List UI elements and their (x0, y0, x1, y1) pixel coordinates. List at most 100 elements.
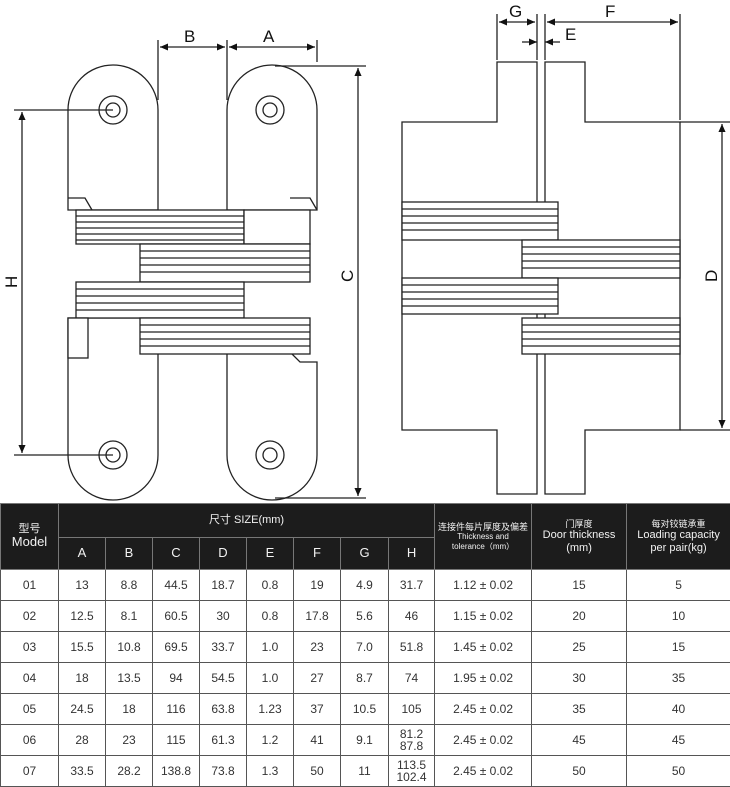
table-row: 01 13 8.8 44.5 18.7 0.8 19 4.9 31.7 1.12… (1, 570, 730, 601)
cell-load: 15 (627, 632, 730, 663)
cell-a: 28 (59, 725, 106, 756)
cell-thickness: 1.12 ± 0.02 (435, 570, 532, 601)
cell-e: 0.8 (247, 570, 294, 601)
cell-h: 51.8 (389, 632, 435, 663)
cell-g: 4.9 (341, 570, 389, 601)
cell-b: 8.8 (106, 570, 153, 601)
cell-d: 63.8 (200, 694, 247, 725)
dim-label-g: G (509, 2, 522, 21)
cell-thickness: 2.45 ± 0.02 (435, 756, 532, 787)
cell-load: 5 (627, 570, 730, 601)
cell-a: 24.5 (59, 694, 106, 725)
cell-model: 04 (1, 663, 59, 694)
cell-f: 27 (294, 663, 341, 694)
dim-label-a: A (263, 27, 275, 46)
thickness-header: 连接件每片厚度及偏差 Thickness and tolerance（mm） (435, 504, 532, 570)
cell-d: 30 (200, 601, 247, 632)
cell-f: 41 (294, 725, 341, 756)
cell-c: 60.5 (153, 601, 200, 632)
cell-door: 25 (532, 632, 627, 663)
table-row: 05 24.5 18 116 63.8 1.23 37 10.5 105 2.4… (1, 694, 730, 725)
cell-model: 07 (1, 756, 59, 787)
cell-h: 31.7 (389, 570, 435, 601)
cell-thickness: 2.45 ± 0.02 (435, 725, 532, 756)
size-col-a: A (59, 538, 106, 570)
cell-load: 35 (627, 663, 730, 694)
cell-e: 1.0 (247, 632, 294, 663)
cell-thickness: 1.95 ± 0.02 (435, 663, 532, 694)
cell-f: 23 (294, 632, 341, 663)
cell-b: 28.2 (106, 756, 153, 787)
right-leaf (227, 65, 317, 210)
cell-b: 8.1 (106, 601, 153, 632)
cell-model: 02 (1, 601, 59, 632)
cell-model: 06 (1, 725, 59, 756)
size-col-c: C (153, 538, 200, 570)
size-header: 尺寸 SIZE(mm) (59, 504, 435, 538)
cell-door: 15 (532, 570, 627, 601)
cell-g: 9.1 (341, 725, 389, 756)
cell-load: 50 (627, 756, 730, 787)
cell-model: 03 (1, 632, 59, 663)
cell-door: 30 (532, 663, 627, 694)
cell-load: 40 (627, 694, 730, 725)
cell-door: 35 (532, 694, 627, 725)
cell-e: 1.23 (247, 694, 294, 725)
cell-c: 94 (153, 663, 200, 694)
cell-d: 54.5 (200, 663, 247, 694)
size-col-e: E (247, 538, 294, 570)
size-col-b: B (106, 538, 153, 570)
cell-d: 73.8 (200, 756, 247, 787)
dim-label-e: E (565, 25, 576, 44)
cell-a: 33.5 (59, 756, 106, 787)
cell-thickness: 1.15 ± 0.02 (435, 601, 532, 632)
cell-a: 13 (59, 570, 106, 601)
cell-g: 8.7 (341, 663, 389, 694)
cell-door: 20 (532, 601, 627, 632)
cell-f: 17.8 (294, 601, 341, 632)
cell-c: 44.5 (153, 570, 200, 601)
cell-h: 46 (389, 601, 435, 632)
dim-label-c: C (338, 270, 357, 282)
size-col-g: G (341, 538, 389, 570)
size-col-h: H (389, 538, 435, 570)
cell-f: 19 (294, 570, 341, 601)
dim-label-b: B (184, 27, 195, 46)
table-row: 04 18 13.5 94 54.5 1.0 27 8.7 74 1.95 ± … (1, 663, 730, 694)
cell-e: 0.8 (247, 601, 294, 632)
cell-e: 1.3 (247, 756, 294, 787)
loading-capacity-header: 每对铰链承重 Loading capacity per pair(kg) (627, 504, 730, 570)
cell-c: 138.8 (153, 756, 200, 787)
cell-door: 45 (532, 725, 627, 756)
cell-thickness: 2.45 ± 0.02 (435, 694, 532, 725)
cell-g: 5.6 (341, 601, 389, 632)
size-col-d: D (200, 538, 247, 570)
table-row: 02 12.5 8.1 60.5 30 0.8 17.8 5.6 46 1.15… (1, 601, 730, 632)
cell-d: 18.7 (200, 570, 247, 601)
hinge-technical-drawing: B A C H G F E D (0, 0, 730, 503)
cell-thickness: 1.45 ± 0.02 (435, 632, 532, 663)
cell-b: 18 (106, 694, 153, 725)
cell-c: 115 (153, 725, 200, 756)
cell-load: 10 (627, 601, 730, 632)
left-leaf (68, 65, 158, 210)
cell-b: 13.5 (106, 663, 153, 694)
cell-f: 37 (294, 694, 341, 725)
cell-a: 18 (59, 663, 106, 694)
table-row: 03 15.5 10.8 69.5 33.7 1.0 23 7.0 51.8 1… (1, 632, 730, 663)
cell-e: 1.0 (247, 663, 294, 694)
dim-label-d: D (702, 270, 721, 282)
cell-door: 50 (532, 756, 627, 787)
specification-table: 型号 Model 尺寸 SIZE(mm) 连接件每片厚度及偏差 Thicknes… (0, 503, 730, 787)
cell-e: 1.2 (247, 725, 294, 756)
cell-model: 05 (1, 694, 59, 725)
cell-c: 116 (153, 694, 200, 725)
cell-load: 45 (627, 725, 730, 756)
dim-label-f: F (605, 2, 615, 21)
cell-g: 11 (341, 756, 389, 787)
cell-d: 33.7 (200, 632, 247, 663)
